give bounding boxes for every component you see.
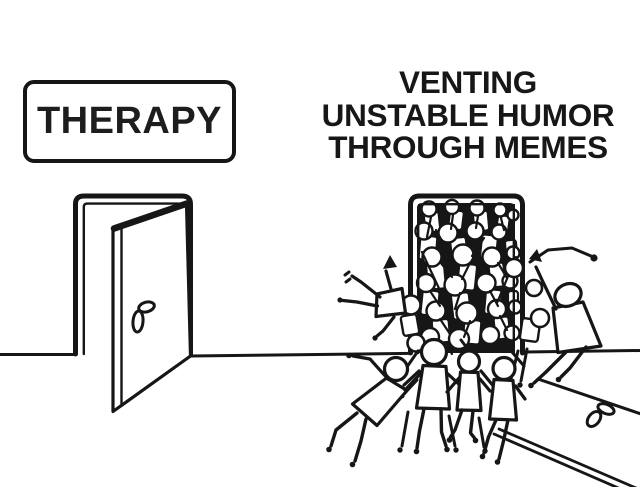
therapy-door-panel	[110, 200, 193, 414]
caption-line-3: THROUGH MEMES	[328, 129, 608, 165]
memes-doorway	[399, 193, 551, 358]
fallen-door-handle-icon	[585, 402, 616, 429]
caption-line-1: VENTING	[399, 64, 537, 100]
memes-doorway-frame	[408, 193, 525, 356]
therapy-door	[73, 193, 193, 414]
stick-figure-runner	[326, 352, 421, 468]
stick-figure-reacher	[337, 255, 408, 341]
fallen-door	[492, 377, 640, 487]
caption: VENTING UNSTABLE HUMOR THROUGH MEMES	[290, 66, 640, 164]
floor-line	[0, 349, 640, 358]
stick-figure-walker-1	[403, 337, 465, 455]
stick-figure-walker-3	[479, 355, 527, 465]
stick-figure-stumbler	[528, 249, 603, 389]
caption-line-2: UNSTABLE HUMOR	[321, 96, 615, 133]
door-handle-icon	[131, 300, 156, 334]
doorway-crowd	[414, 198, 523, 358]
therapy-sign: THERAPY	[23, 80, 236, 163]
therapy-sign-label: THERAPY	[36, 99, 223, 142]
stick-figure-walker-2	[445, 349, 492, 444]
